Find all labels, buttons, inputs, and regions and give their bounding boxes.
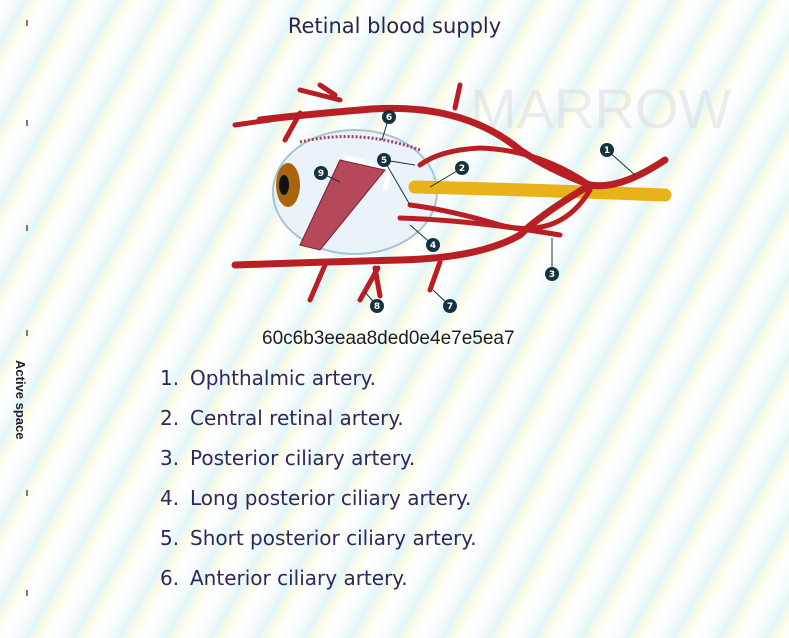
svg-text:7: 7 — [447, 302, 453, 312]
label-6: 6 — [381, 110, 396, 141]
list-item: 1. Ophthalmic artery. — [160, 364, 477, 404]
list-number: 5. — [160, 526, 180, 550]
list-number: 2. — [160, 406, 180, 430]
margin-dash — [26, 20, 28, 26]
margin-dash — [26, 590, 28, 596]
list-text: Central retinal artery. — [190, 406, 404, 430]
eye-muscle — [299, 159, 386, 251]
arteries — [231, 82, 669, 303]
list-text: Short posterior ciliary artery. — [190, 526, 477, 550]
label-9: 9 — [314, 166, 341, 183]
list-number: 6. — [160, 566, 180, 590]
svg-text:8: 8 — [374, 302, 380, 312]
list-item: 3. Posterior ciliary artery. — [160, 444, 477, 484]
list-text: Long posterior ciliary artery. — [190, 486, 472, 510]
artery-list: 1. Ophthalmic artery. 2. Central retinal a… — [160, 364, 477, 604]
label-2: 2 — [429, 161, 469, 188]
diagram-id-text: 60c6b3eeaa8ded0e4e7e5ea7 — [262, 328, 515, 349]
list-item: 4. Long posterior ciliary artery. — [160, 484, 477, 524]
list-number: 4. — [160, 486, 180, 510]
label-3: 3 — [545, 238, 559, 281]
list-text: Posterior ciliary artery. — [190, 446, 416, 470]
svg-text:6: 6 — [386, 113, 392, 123]
list-number: 3. — [160, 446, 180, 470]
watermark: MARROW — [470, 77, 731, 140]
list-item: 5. Short posterior ciliary artery. — [160, 524, 477, 564]
list-text: Ophthalmic artery. — [190, 366, 377, 390]
label-7: 7 — [432, 289, 457, 313]
svg-text:2: 2 — [459, 164, 465, 174]
margin-dash — [26, 330, 28, 336]
svg-text:4: 4 — [430, 241, 436, 251]
margin-dash — [26, 490, 28, 496]
diagram-labels: 1 2 3 4 5 6 7 8 9 — [314, 110, 636, 313]
margin-dash — [26, 225, 28, 231]
label-5: 5 — [377, 153, 416, 206]
list-item: 6. Anterior ciliary artery. — [160, 564, 477, 604]
list-text: Anterior ciliary artery. — [190, 566, 408, 590]
svg-text:3: 3 — [549, 270, 555, 280]
list-item: 2. Central retinal artery. — [160, 404, 477, 444]
svg-text:1: 1 — [604, 146, 610, 156]
margin-dash — [26, 120, 28, 126]
page-title: Retinal blood supply — [287, 14, 502, 38]
list-number: 1. — [160, 366, 180, 390]
label-8: 8 — [364, 291, 384, 313]
label-4: 4 — [409, 224, 440, 252]
label-1: 1 — [600, 143, 636, 176]
svg-text:9: 9 — [318, 169, 324, 179]
optic-nerve — [408, 180, 672, 202]
svg-text:5: 5 — [381, 156, 387, 166]
